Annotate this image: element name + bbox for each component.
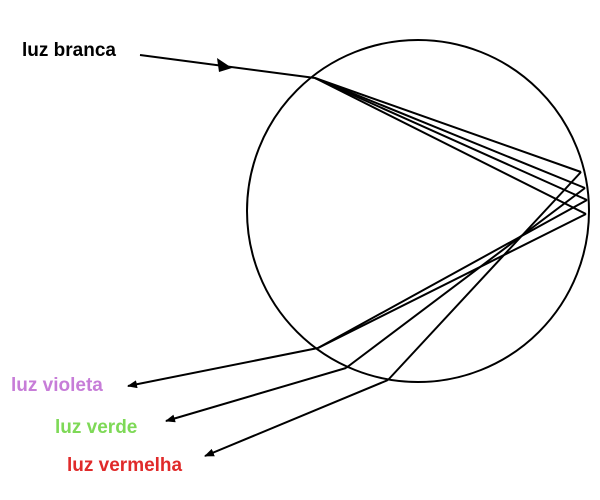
internal-ray-4	[314, 77, 587, 215]
label-red-light: luz vermelha	[67, 455, 183, 476]
label-violet-light: luz violeta	[11, 375, 103, 396]
label-white-light: luz branca	[22, 40, 116, 61]
outgoing-green-ray	[165, 367, 347, 423]
reflected-ray-green	[345, 187, 586, 369]
reflected-ray-red	[387, 171, 582, 381]
outgoing-violet-ray	[127, 347, 319, 389]
incoming-arrow-icon	[217, 58, 232, 72]
reflected-ray-violet-b	[317, 213, 587, 349]
raindrop-circle	[246, 39, 590, 383]
internal-ray-2	[314, 77, 586, 189]
internal-ray-3	[314, 77, 588, 201]
label-green-light: luz verde	[55, 417, 138, 438]
outgoing-red-ray	[204, 379, 389, 457]
internal-ray-1	[314, 77, 582, 173]
reflected-ray-violet-a	[317, 199, 588, 349]
